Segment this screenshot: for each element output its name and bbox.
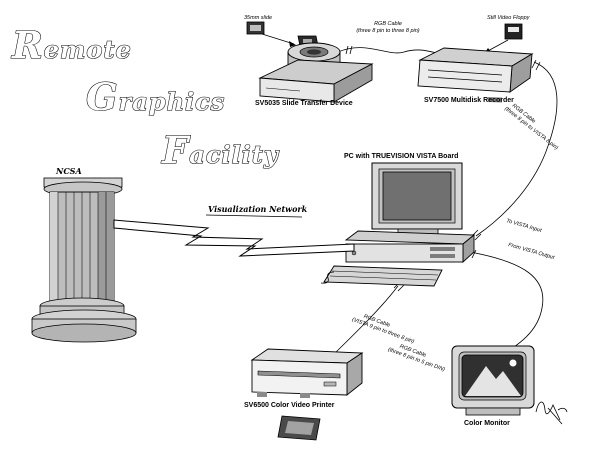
mountain-graphic — [465, 366, 521, 396]
printed-slide-icon — [277, 415, 321, 441]
sv6500-label: SV6500 Color Video Printer — [244, 402, 335, 409]
page-title: Remote Graphics Facility — [10, 22, 280, 172]
slide-35mm-label: 35mm slide — [244, 15, 272, 21]
lightning-bolt — [113, 219, 355, 257]
ncsa-label: NCSA — [55, 166, 82, 176]
cable-recorder-pc-label: RGB Cable (three 8 pin to VISTA 8 pin) — [503, 103, 559, 152]
cable-monitor-label: RGB Cable (three 8 pin to 5 pin DIN) — [387, 344, 446, 373]
svg-text:From VISTA Output: From VISTA Output — [507, 242, 555, 261]
visualization-network: Visualization Network — [113, 204, 355, 257]
pc-device: PC with TRUEVISION VISTA Board — [320, 153, 476, 287]
still-video-floppy-icon: Still Video Floppy — [484, 15, 531, 54]
color-monitor-device: Color Monitor — [451, 345, 535, 427]
cable-top-label: RGB Cable (three 8 pin to three 8 pin) — [356, 21, 419, 34]
from-vista-output-label: From VISTA Output — [507, 242, 555, 261]
svg-text:(three 8 pin to VISTA 8 pin): (three 8 pin to VISTA 8 pin) — [503, 106, 559, 151]
title-word-facility: Facility — [161, 128, 280, 172]
sv7500-label: SV7500 Multidisk Recorder — [424, 97, 514, 104]
sv7500-device: SV7500 Multidisk Recorder — [417, 47, 534, 104]
title-word-graphics: Graphics — [86, 75, 225, 119]
sv5035-label: SV5035 Slide Transfer Device — [255, 100, 353, 107]
still-video-floppy-label: Still Video Floppy — [487, 15, 531, 21]
moon-graphic — [509, 359, 517, 367]
ncsa-column: NCSA — [31, 166, 137, 343]
cable-pc-to-monitor — [467, 247, 544, 363]
svg-text:RGB Cable: RGB Cable — [374, 21, 402, 27]
svg-text:To VISTA Input: To VISTA Input — [505, 218, 542, 234]
svg-text:(three 8 pin to three 8 pin): (three 8 pin to three 8 pin) — [356, 28, 419, 34]
pc-label: PC with TRUEVISION VISTA Board — [344, 153, 458, 160]
title-word-remote: Remote — [11, 23, 132, 67]
sv5035-device: SV5035 Slide Transfer Device — [255, 35, 374, 107]
slide-35mm-icon: 35mm slide — [244, 15, 296, 47]
sv6500-device: SV6500 Color Video Printer — [244, 348, 364, 441]
visualization-network-label: Visualization Network — [208, 204, 308, 214]
color-monitor-label: Color Monitor — [464, 420, 510, 427]
signature — [535, 401, 568, 425]
to-vista-input-label: To VISTA Input — [505, 218, 542, 234]
